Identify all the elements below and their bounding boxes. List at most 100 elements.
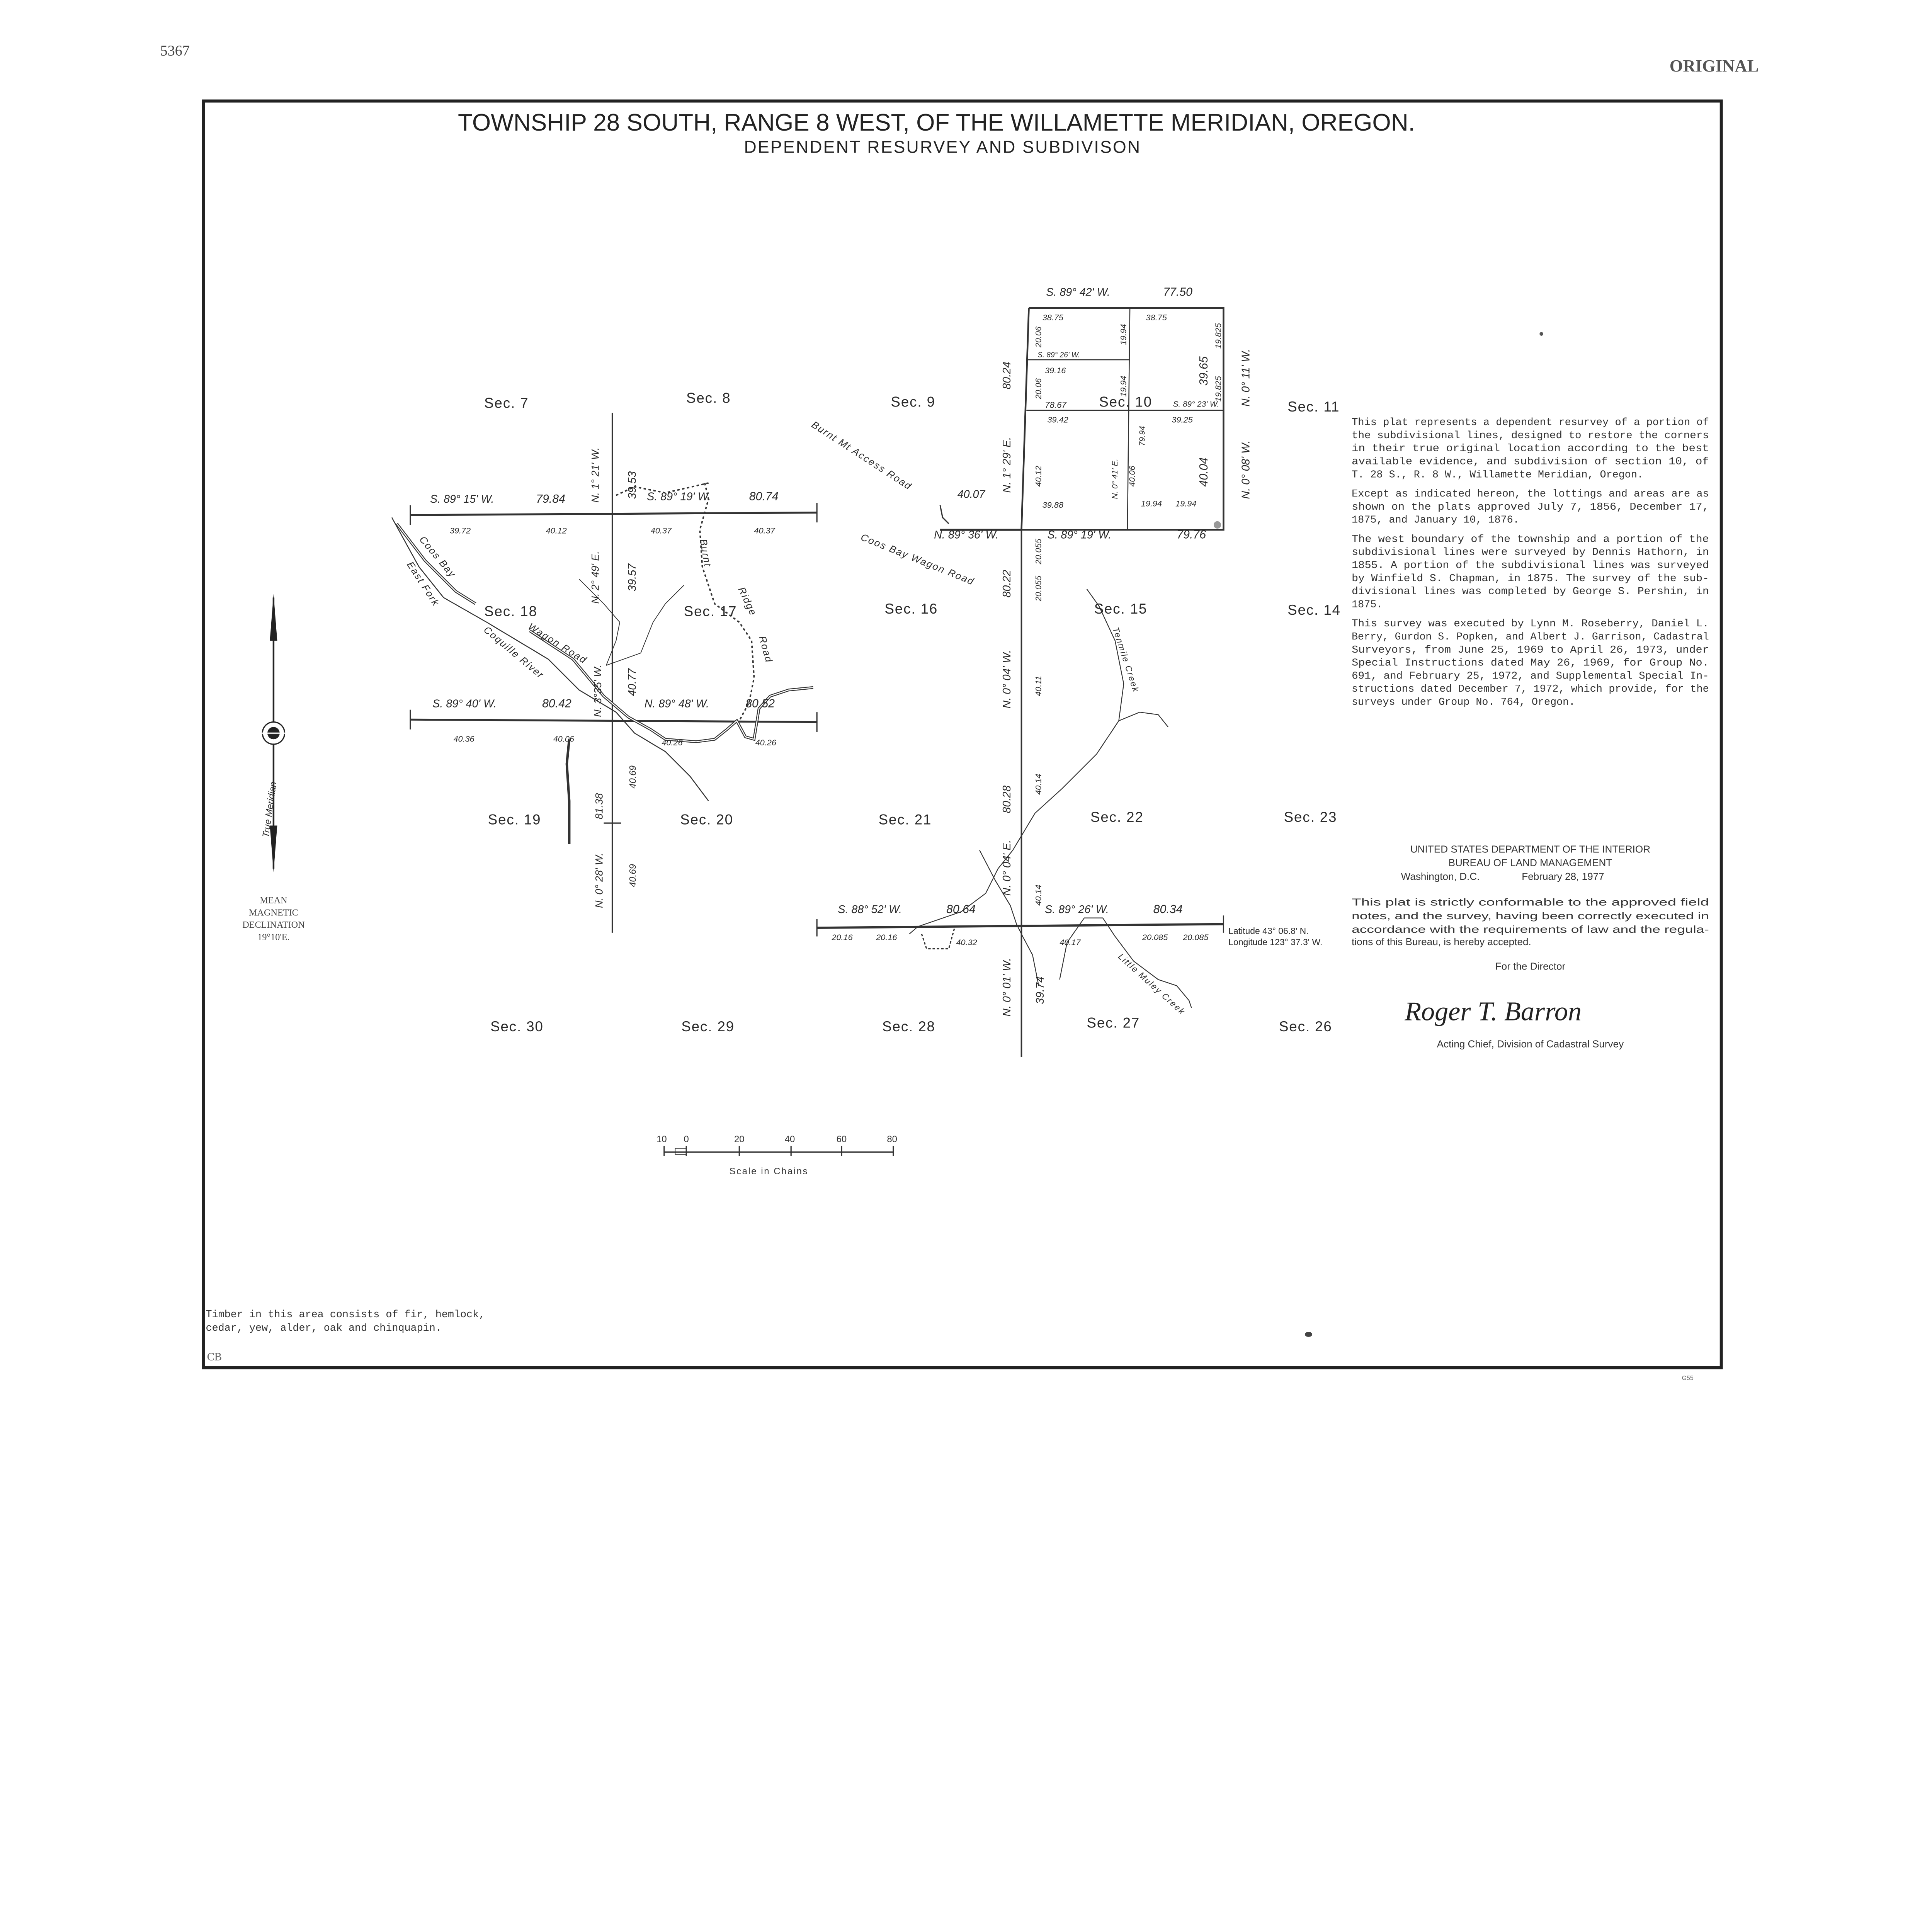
section-label: Sec. 14 xyxy=(1287,602,1341,618)
measurement-label: 40.12 xyxy=(546,526,567,536)
section-label: Sec. 29 xyxy=(681,1019,735,1034)
declination-line: DECLINATION xyxy=(242,920,304,930)
bearing-label: 80.42 xyxy=(542,697,571,710)
measurement-label: 19.94 xyxy=(1119,376,1128,397)
statement-line: tions of this Bureau, is hereby accepted… xyxy=(1352,936,1531,947)
section-label: Sec. 26 xyxy=(1279,1019,1332,1034)
bearing-label: N. 0° 08' W. xyxy=(1240,440,1252,499)
scale-bar: 10 0 20 40 60 80 Scale in Chains xyxy=(656,1134,897,1177)
bearing-label: S. 89° 19' W. xyxy=(1047,529,1111,541)
north-arrow-icon xyxy=(270,594,277,641)
bearing-label: 39.65 xyxy=(1197,356,1210,386)
section-label: Sec. 20 xyxy=(680,811,733,827)
note-line: Special Instructions dated May 26, 1969,… xyxy=(1352,658,1709,669)
bearing-label: N. 89° 48' W. xyxy=(645,697,709,710)
scale-tick: 0 xyxy=(684,1134,689,1145)
timber-note-line: cedar, yew, alder, oak and chinquapin. xyxy=(206,1323,442,1334)
section-label: Sec. 17 xyxy=(684,603,737,619)
note-line: This plat represents a dependent resurve… xyxy=(1352,417,1709,429)
measurement-label: 20.16 xyxy=(831,932,853,942)
section-label: Sec. 19 xyxy=(488,811,541,827)
bearing-label: 80.74 xyxy=(749,490,779,503)
bearing-label: S. 89° 40' W. xyxy=(432,697,497,710)
measurement-label: 20.055 xyxy=(1034,538,1043,565)
bearing-label: 39.53 xyxy=(626,471,638,499)
plat-frame xyxy=(202,99,1723,1369)
plat-subtitle: DEPENDENT RESURVEY AND SUBDIVISON xyxy=(744,138,1141,156)
note-line: divisional lines was completed by George… xyxy=(1352,586,1709,598)
bearing-label: 79.94 xyxy=(1138,426,1146,446)
bearing-label: 80.64 xyxy=(946,903,976,916)
measurement-label: 20.055 xyxy=(1034,575,1043,602)
note-line: 691, and February 25, 1972, and Suppleme… xyxy=(1352,670,1709,682)
note-line: T. 28 S., R. 8 W., Willamette Meridian, … xyxy=(1352,469,1643,481)
initials: CB xyxy=(207,1350,222,1363)
bearing-label: 80.24 xyxy=(1001,362,1013,389)
declination-note: MEAN MAGNETIC DECLINATION 19°10'E. xyxy=(242,895,304,942)
approval-block: UNITED STATES DEPARTMENT OF THE INTERIOR… xyxy=(1352,844,1709,1050)
section-label: Sec. 28 xyxy=(882,1019,935,1034)
note-line: available evidence, and subdivision of s… xyxy=(1352,456,1709,468)
corner-mark: G55 xyxy=(1682,1375,1694,1381)
declination-line: 19°10'E. xyxy=(257,932,289,942)
section-label: Sec. 16 xyxy=(885,601,938,617)
bearing-label: S. 89° 19' W. xyxy=(647,491,711,503)
bearing-label: 80.28 xyxy=(1001,786,1013,813)
measurement-label: 40.12 xyxy=(1034,466,1043,486)
note-line: the subdivisional lines, designed to res… xyxy=(1352,430,1709,442)
bearing-label: 40.04 xyxy=(1197,457,1210,487)
measurement-label: 39.25 xyxy=(1172,415,1193,425)
bearing-label: 80.52 xyxy=(745,697,775,710)
declination-line: MEAN xyxy=(260,895,287,905)
scale-tick: 40 xyxy=(785,1134,795,1145)
measurement-label: 20.085 xyxy=(1182,932,1209,942)
bearing-label: N. 0° 04' E. xyxy=(1001,840,1013,896)
water-and-roads xyxy=(391,482,1192,1008)
agency-name: UNITED STATES DEPARTMENT OF THE INTERIOR xyxy=(1410,844,1650,855)
measurement-label: 40.06 xyxy=(553,734,575,744)
bearing-label: 77.50 xyxy=(1163,286,1192,298)
note-line: in their true original location accordin… xyxy=(1352,443,1709,455)
bearing-label: 79.76 xyxy=(1177,528,1206,541)
bearing-label: N. 2° 49' E. xyxy=(589,551,601,604)
sheet-number: 5367 xyxy=(160,43,190,59)
signer-title: Acting Chief, Division of Cadastral Surv… xyxy=(1437,1038,1624,1049)
measurement-label: 39.42 xyxy=(1047,415,1068,425)
bearing-label: N. 1° 21' W. xyxy=(589,447,601,503)
note-line: The west boundary of the township and a … xyxy=(1352,534,1709,545)
section-label: Sec. 7 xyxy=(484,395,529,411)
measurement-label: 40.17 xyxy=(1060,937,1081,947)
section-label: Sec. 22 xyxy=(1090,809,1144,825)
survey-plat: 5367 ORIGINAL TOWNSHIP 28 SOUTH, RANGE 8… xyxy=(160,43,1759,1382)
section-label: Sec. 27 xyxy=(1087,1015,1140,1031)
note-line: subdivisional lines were surveyed by Den… xyxy=(1352,547,1709,558)
note-line: This survey was executed by Lynn M. Rose… xyxy=(1352,618,1709,630)
measurement-label: 19.94 xyxy=(1119,324,1128,345)
measurement-label: 40.26 xyxy=(755,738,777,747)
south-arrow-icon xyxy=(270,825,277,872)
bearing-label: 78.67 xyxy=(1045,400,1067,410)
note-line: shown on the plats approved July 7, 1856… xyxy=(1352,502,1709,513)
measurement-label: 39.72 xyxy=(450,526,471,536)
section-label: Sec. 23 xyxy=(1284,809,1337,825)
bearing-label: S. 89° 26' W. xyxy=(1037,351,1080,359)
signature: Roger T. Barron xyxy=(1404,996,1582,1026)
east-fork-coquille-river xyxy=(391,517,709,801)
scale-tick: 10 xyxy=(656,1134,667,1145)
bearing-label: N. 0° 04' W. xyxy=(1001,650,1013,708)
measurement-label: 19.825 xyxy=(1213,323,1223,349)
burnt-ridge-road xyxy=(699,483,755,721)
declination-line: MAGNETIC xyxy=(249,907,298,918)
section-label: Sec. 21 xyxy=(879,811,932,827)
measurement-label: 39.16 xyxy=(1045,366,1066,375)
measurement-label: 20.06 xyxy=(1034,378,1043,400)
bearing-label: N. 3°35' W. xyxy=(592,665,604,717)
bearing-label: 40.77 xyxy=(626,668,638,696)
bearing-label: S. 89° 26' W. xyxy=(1045,903,1109,916)
note-line: 1855. A portion of the subdivisional lin… xyxy=(1352,560,1709,571)
note-line: Surveyors, from June 25, 1969 to April 2… xyxy=(1352,645,1709,656)
bearing-label: 80.22 xyxy=(1001,570,1013,598)
